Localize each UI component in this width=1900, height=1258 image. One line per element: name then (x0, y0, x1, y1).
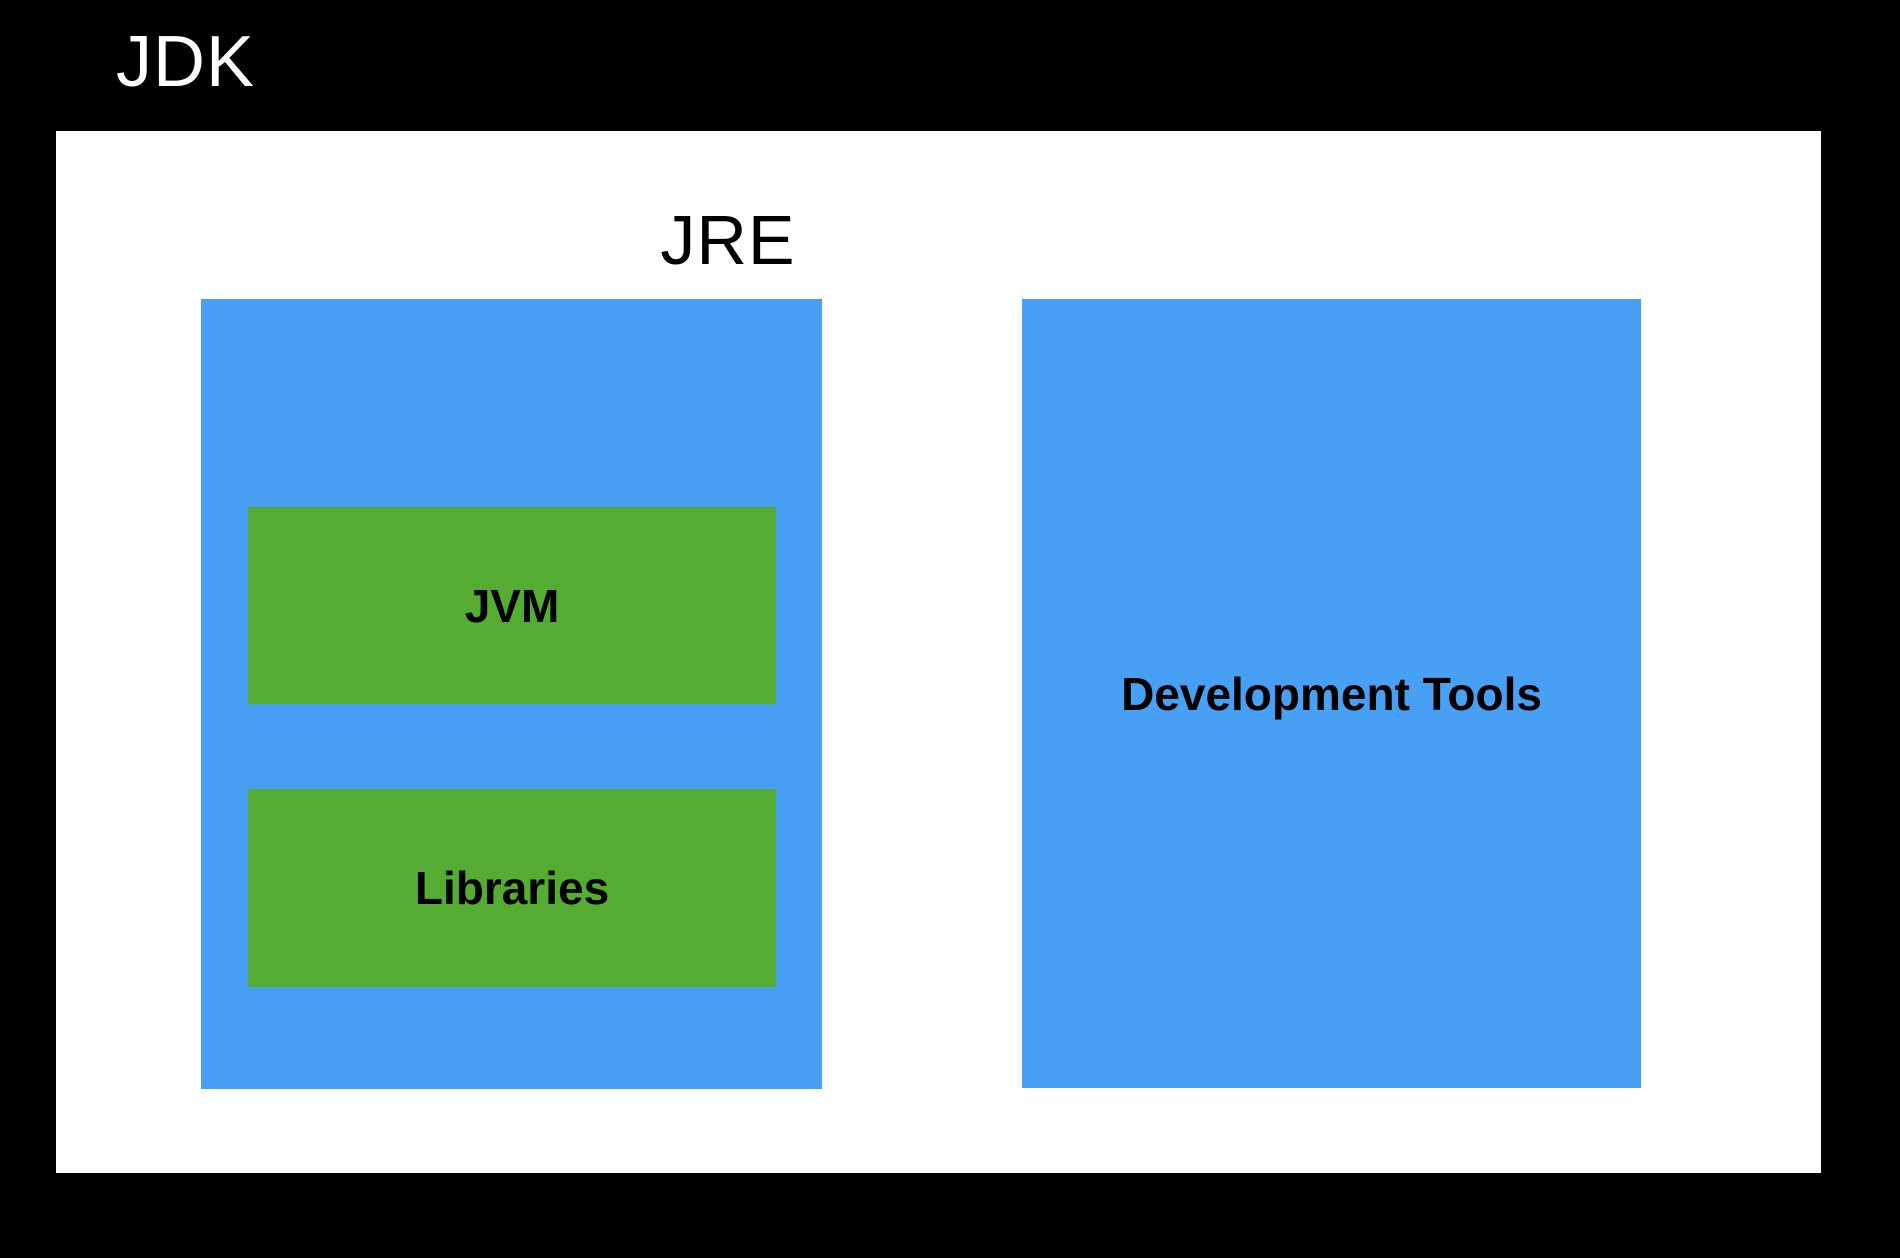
jre-box: JVM Libraries (201, 299, 822, 1089)
jdk-container-box: JRE JVM Libraries Development Tools (56, 131, 1821, 1173)
development-tools-label: Development Tools (1121, 667, 1542, 720)
libraries-box: Libraries (248, 789, 776, 987)
development-tools-box: Development Tools (1022, 299, 1641, 1088)
jdk-title: JDK (116, 22, 256, 102)
jre-title: JRE (660, 201, 796, 279)
jvm-label: JVM (464, 579, 560, 632)
libraries-label: Libraries (414, 862, 610, 914)
jvm-box: JVM (248, 507, 776, 704)
